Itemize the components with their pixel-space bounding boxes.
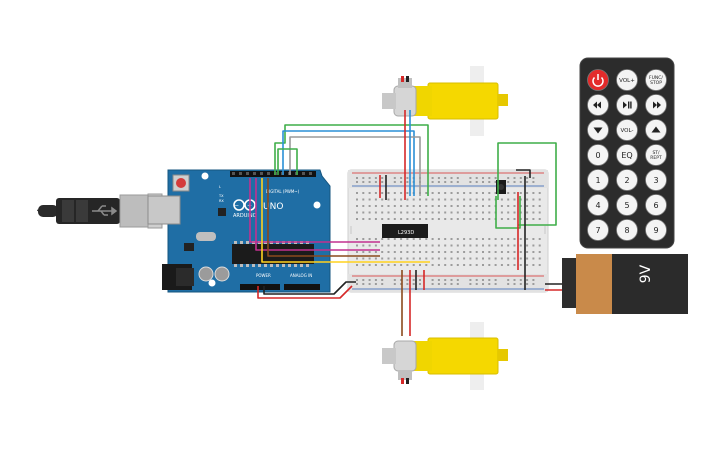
usb-cable <box>37 193 163 229</box>
remote-button-nine[interactable]: 9 <box>645 219 667 241</box>
remote-button-six[interactable]: 6 <box>645 194 667 216</box>
remote-button-st-rept[interactable]: ST/REPT <box>645 144 667 166</box>
breadboard-holes <box>356 177 541 285</box>
ic-label: L293D <box>398 230 414 236</box>
remote-button-three[interactable]: 3 <box>645 169 667 191</box>
wires <box>249 110 562 336</box>
remote-button-func-stop[interactable]: FUNC/STOP <box>645 69 667 91</box>
remote-button-label: 3 <box>653 176 658 185</box>
arduino-model-text: UNO <box>263 202 283 212</box>
remote-button-label: 5 <box>624 201 629 210</box>
remote-button-label: 0 <box>595 151 600 160</box>
triangle-down-icon <box>593 127 603 134</box>
remote-button-one[interactable]: 1 <box>587 169 609 191</box>
remote-button-five[interactable]: 5 <box>616 194 638 216</box>
remote-button-label: FUNC/STOP <box>649 75 663 86</box>
remote-button-down[interactable] <box>587 119 609 141</box>
svg-text:−: − <box>234 203 239 210</box>
l-led-label: L <box>219 185 221 189</box>
reset-button[interactable] <box>176 178 186 188</box>
ir-remote[interactable]: VOL+ FUNC/STOP VOL- 0 EQ ST/REPT 1 2 3 4 5 6 7 8 9 <box>579 57 675 249</box>
remote-button-label: 1 <box>595 176 600 185</box>
remote-button-up[interactable] <box>645 119 667 141</box>
rewind-icon <box>593 101 601 109</box>
bottom-gear-motor[interactable] <box>382 322 508 390</box>
remote-button-zero[interactable]: 0 <box>587 144 609 166</box>
remote-button-label: ST/REPT <box>650 150 662 161</box>
top-gear-motor[interactable] <box>382 66 508 136</box>
usb-symbol-icon <box>92 205 118 216</box>
digital-pins-label: DIGITAL (PWM~) <box>266 189 300 194</box>
l293d-chip[interactable] <box>382 224 428 238</box>
remote-button-label: VOL- <box>621 128 634 134</box>
arduino-uno-board[interactable]: − + ARDUINO UNO DIGITAL (PWM~) POWER ANA… <box>147 169 331 293</box>
remote-button-four[interactable]: 4 <box>587 194 609 216</box>
battery-label: 9V <box>638 264 654 283</box>
triangle-up-icon <box>651 126 661 133</box>
tx-label: TX <box>218 194 224 198</box>
remote-button-label: 9 <box>653 226 658 235</box>
remote-button-label: 2 <box>624 176 629 185</box>
remote-button-prev[interactable] <box>587 94 609 116</box>
remote-button-play-pause[interactable] <box>616 94 638 116</box>
power-pins-label: POWER <box>256 273 271 278</box>
remote-button-label: 4 <box>595 201 600 210</box>
remote-button-label: VOL+ <box>619 78 635 84</box>
remote-button-two[interactable]: 2 <box>616 169 638 191</box>
rx-label: RX <box>219 199 224 203</box>
remote-button-label: 6 <box>653 201 658 210</box>
battery-9v[interactable]: 9V <box>562 254 688 314</box>
remote-button-eight[interactable]: 8 <box>616 219 638 241</box>
remote-button-eq[interactable]: EQ <box>616 144 638 166</box>
play-pause-icon <box>623 101 632 109</box>
remote-button-label: 8 <box>624 226 629 235</box>
remote-button-vol-plus[interactable]: VOL+ <box>616 69 638 91</box>
arduino-brand-text: ARDUINO <box>233 213 257 219</box>
remote-button-next[interactable] <box>645 94 667 116</box>
remote-button-seven[interactable]: 7 <box>587 219 609 241</box>
fast-forward-icon <box>653 101 661 109</box>
analog-pins-label: ANALOG IN <box>290 273 312 278</box>
remote-button-label: 7 <box>595 226 600 235</box>
power-icon <box>592 76 604 87</box>
remote-button-vol-minus[interactable]: VOL- <box>616 119 638 141</box>
remote-button-power[interactable] <box>587 69 609 91</box>
remote-button-label: EQ <box>621 151 632 160</box>
